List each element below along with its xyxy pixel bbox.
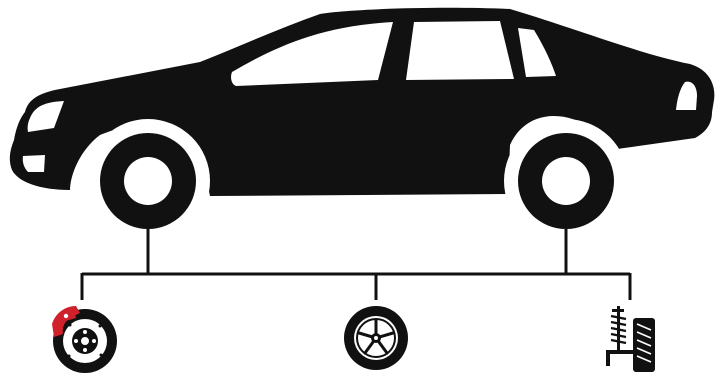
rear-wheel [518, 133, 614, 229]
suspension-coil-tire-icon [606, 306, 655, 372]
alloy-wheel-icon [344, 306, 408, 370]
brake-disc-caliper-icon [52, 306, 117, 373]
front-wheel [100, 133, 196, 229]
fog-light [23, 155, 45, 172]
front-side-window [406, 21, 514, 80]
sedan-silhouette [10, 8, 715, 243]
